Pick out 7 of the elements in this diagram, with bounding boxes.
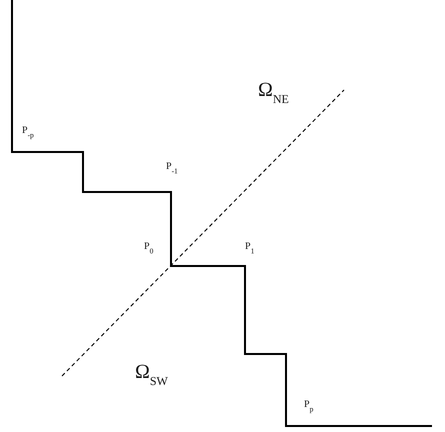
- region-label: Ω$_{NE}$: [258, 80, 289, 106]
- point-label: P$_{p}$: [304, 400, 314, 413]
- region-label: Ω$_{SW}$: [135, 362, 168, 388]
- point-label: P$_{-p}$: [22, 126, 34, 139]
- point-label: P$_{1}$: [245, 242, 254, 255]
- point-label: P$_{0}$: [144, 242, 154, 255]
- point-label: P$_{-1}$: [166, 162, 178, 175]
